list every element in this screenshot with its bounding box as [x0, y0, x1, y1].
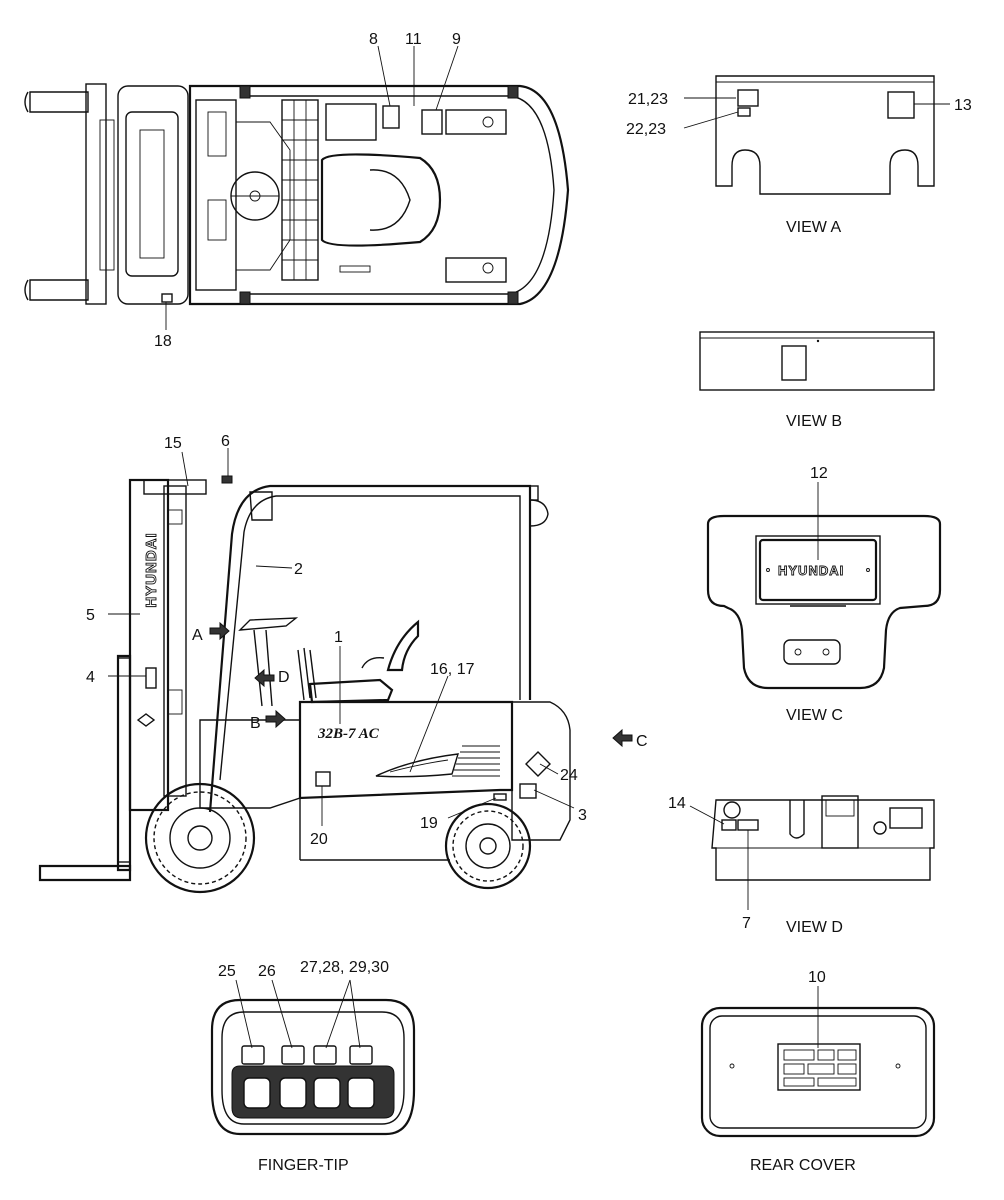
- side-view: HYUNDAI 32B-7 AC: [38, 475, 571, 894]
- leader-lines-top: [165, 45, 459, 330]
- view-c-brand: HYUNDAI: [778, 563, 844, 578]
- model-decal: 32B-7 AC: [317, 726, 380, 742]
- arrow-label-b: B: [250, 715, 261, 732]
- callout-20: 20: [310, 831, 328, 848]
- callout-16-17: 16, 17: [430, 661, 475, 678]
- view-b-panel: [699, 331, 935, 391]
- view-arrows: [209, 621, 633, 748]
- top-view: [24, 83, 570, 306]
- view-a-panel: [715, 75, 935, 195]
- callout-5: 5: [86, 607, 95, 624]
- arrow-label-d: D: [278, 669, 290, 686]
- view-b-caption: VIEW B: [786, 413, 842, 430]
- callout-10: 10: [808, 969, 826, 986]
- arrow-label-a: A: [192, 627, 203, 644]
- finger-tip-caption: FINGER-TIP: [258, 1157, 349, 1174]
- view-c-caption: VIEW C: [786, 707, 843, 724]
- callout-6: 6: [221, 433, 230, 450]
- finger-tip-panel: [210, 998, 416, 1136]
- callout-27-30: 27,28, 29,30: [300, 959, 389, 976]
- callout-26: 26: [258, 963, 276, 980]
- callout-22-23: 22,23: [626, 121, 666, 138]
- callout-4: 4: [86, 669, 95, 686]
- view-a-caption: VIEW A: [786, 219, 841, 236]
- rear-cover-caption: REAR COVER: [750, 1157, 856, 1174]
- callout-21-23: 21,23: [628, 91, 668, 108]
- view-d-caption: VIEW D: [786, 919, 843, 936]
- callout-25: 25: [218, 963, 236, 980]
- callout-8: 8: [369, 31, 378, 48]
- callout-15: 15: [164, 435, 182, 452]
- callout-7: 7: [742, 915, 751, 932]
- arrow-label-c: C: [636, 733, 648, 750]
- callout-14: 14: [668, 795, 686, 812]
- callout-19: 19: [420, 815, 438, 832]
- callout-1: 1: [334, 629, 343, 646]
- leader-lines-side: [108, 448, 575, 826]
- view-c-panel: [706, 514, 942, 690]
- mast-brand: HYUNDAI: [143, 532, 160, 607]
- callout-24: 24: [560, 767, 578, 784]
- callout-13: 13: [954, 97, 972, 114]
- callout-18: 18: [154, 333, 172, 350]
- callout-11: 11: [405, 31, 422, 48]
- callout-3: 3: [578, 807, 587, 824]
- callout-9: 9: [452, 31, 461, 48]
- view-d-panel: [711, 795, 935, 881]
- callout-12: 12: [810, 465, 828, 482]
- callout-2: 2: [294, 561, 303, 578]
